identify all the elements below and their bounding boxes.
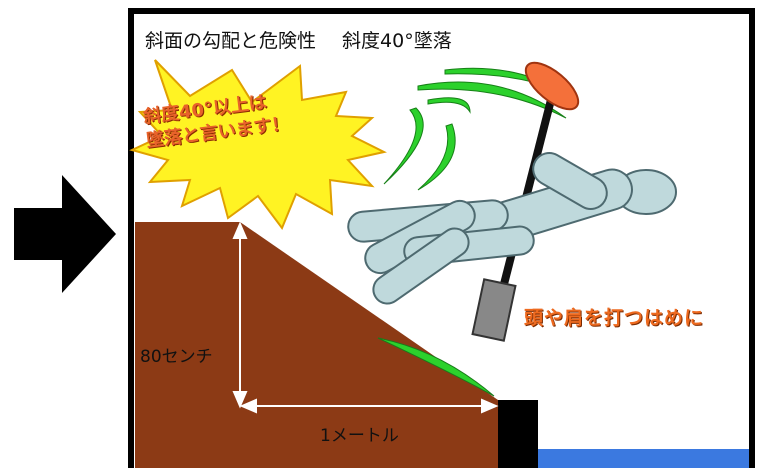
slide-mark (377, 337, 495, 397)
subtitle-text: 斜度40°墜落 (342, 30, 452, 52)
motion-lines (383, 67, 567, 191)
height-label: 80センチ (140, 347, 213, 367)
title-text: 斜面の勾配と危険性 (145, 30, 317, 52)
paddle-head (524, 61, 580, 111)
water (538, 449, 749, 468)
warning-burst (129, 59, 387, 231)
diagram-title: 斜面の勾配と危険性 斜度40°墜落 (145, 26, 452, 53)
width-label: 1メートル (320, 426, 399, 446)
falling-figure (347, 152, 677, 305)
width-dimension (239, 398, 499, 414)
arrow-right-icon (14, 175, 116, 293)
step-block (498, 400, 538, 468)
hit-label: 頭や肩を打つはめに (524, 307, 705, 329)
pole-block (471, 278, 517, 342)
height-dimension (232, 221, 248, 409)
